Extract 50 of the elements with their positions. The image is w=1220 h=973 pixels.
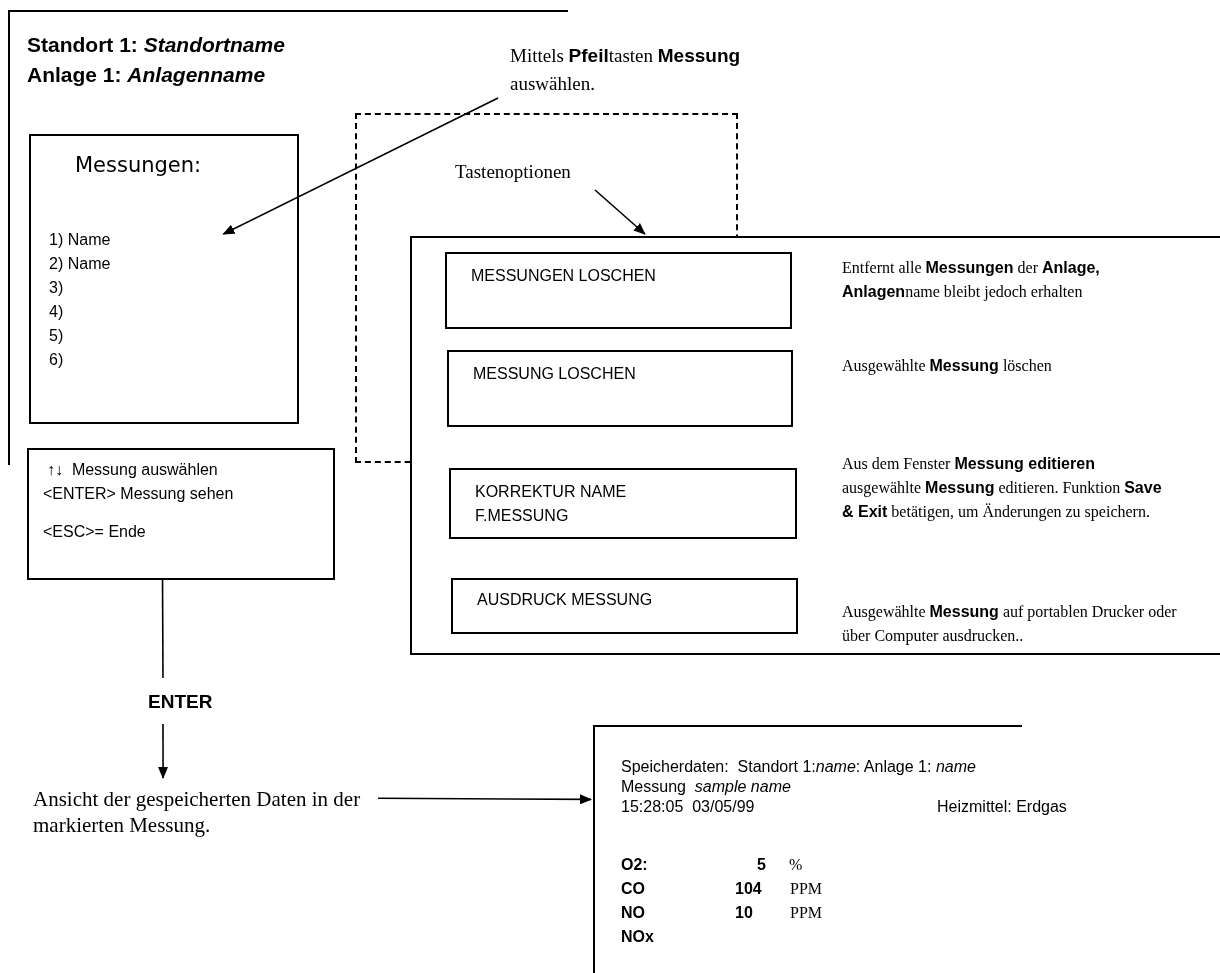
screen-frame	[8, 10, 338, 442]
option-box	[445, 252, 792, 329]
unit-text: PPM	[790, 879, 823, 899]
arrow	[377, 794, 592, 805]
option-description: Entfernt alle Messungen der Anlage, Anlagenname bleibt jedoch erhalten	[842, 258, 1101, 303]
arrow	[158, 723, 169, 779]
key-label: ENTER	[148, 690, 213, 714]
unit-text: %	[789, 855, 803, 875]
gas-label: O2:	[621, 855, 648, 875]
key-hint-text: ↑↓ Messung auswählen	[47, 460, 218, 480]
gas-label: CO	[621, 879, 645, 899]
option-label: MESSUNG LOSCHEN	[473, 364, 636, 384]
key-help-box	[27, 448, 335, 580]
option-label: MESSUNGEN LOSCHEN	[471, 266, 656, 286]
heading-text: Standort 1: Standortname	[27, 32, 285, 58]
arrow	[222, 97, 499, 235]
list-item: 6)	[49, 350, 64, 370]
gas-value: 10	[735, 903, 753, 923]
key-hint-text: <ENTER> Messung sehen	[43, 484, 234, 504]
option-box	[451, 578, 798, 634]
list-title: Messungen:	[75, 152, 202, 179]
heading-text: Anlage 1: Anlagenname	[27, 62, 266, 88]
list-item: 3)	[49, 278, 64, 298]
header-line: Messung sample name	[621, 777, 791, 797]
gas-label: NOx	[621, 927, 654, 947]
list-item: 2) Name	[49, 254, 111, 274]
note-text: Ansicht der gespeicherten Daten in der markierten Messung.	[33, 786, 362, 838]
option-box	[449, 468, 797, 539]
list-item: 5)	[49, 326, 64, 346]
list-box	[29, 134, 299, 424]
arrow	[594, 189, 646, 235]
unit-text: PPM	[790, 903, 823, 923]
option-description: Aus dem Fenster Messung editieren ausgewählte Messung editieren. Funktion Save & Exit betätigen, um Änderungen zu speichern.	[842, 454, 1163, 523]
option-label: KORREKTUR NAME F.MESSUNG	[475, 482, 628, 526]
option-description: Ausgewählte Messung auf portablen Drucker oder über Computer ausdrucken..	[842, 602, 1178, 647]
gas-value: 104	[735, 879, 762, 899]
fuel-text: Heizmittel: Erdgas	[937, 797, 1067, 817]
gas-label: NO	[621, 903, 645, 923]
option-label: AUSDRUCK MESSUNG	[477, 590, 653, 610]
note-text: Mittels Pfeiltasten Messung auswählen.	[510, 44, 742, 96]
list-item: 4)	[49, 302, 64, 322]
timestamp-text: 15:28:05 03/05/99	[621, 797, 755, 817]
gas-value: 5	[757, 855, 766, 875]
option-description: Ausgewählte Messung löschen	[842, 356, 1053, 377]
key-hint-text: <ESC>= Ende	[43, 522, 146, 542]
note-text: Tastenoptionen	[455, 160, 571, 184]
list-item: 1) Name	[49, 230, 111, 250]
option-box	[447, 350, 793, 427]
header-line: Speicherdaten: Standort 1:name: Anlage 1: name	[621, 757, 976, 777]
options-panel	[410, 236, 1220, 655]
